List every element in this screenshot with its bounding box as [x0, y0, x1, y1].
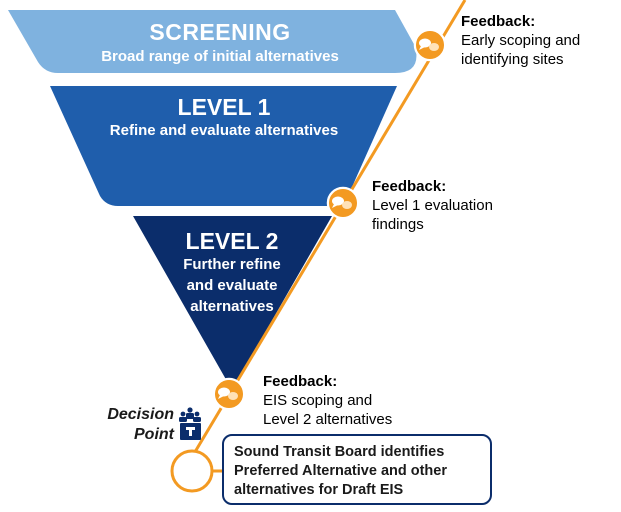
feedback-note-2: Feedback: Level 1 evaluation findings: [372, 177, 493, 234]
screening-subtitle: Broad range of initial alternatives: [101, 48, 339, 65]
feedback-text: findings: [372, 216, 424, 233]
feedback-note-3: Feedback: EIS scoping and Level 2 altern…: [263, 372, 392, 429]
chat-bubbles-icon: [419, 38, 439, 51]
feedback-label: Feedback:: [263, 373, 338, 390]
feedback-label: Feedback:: [372, 178, 447, 195]
level2-subtitle: Further refine and evaluate alternatives: [133, 254, 331, 317]
decision-point-line: Point: [134, 426, 174, 443]
level2-subtitle-line: alternatives: [190, 298, 274, 315]
decision-point-label: Decision Point: [70, 405, 174, 445]
board-box-line: Sound Transit Board identifies: [234, 444, 445, 460]
level2-subtitle-line: and evaluate: [186, 277, 278, 294]
board-decision-box: Sound Transit Board identifies Preferred…: [222, 434, 492, 505]
feedback-text: Level 1 evaluation: [372, 197, 493, 214]
board-box-line: alternatives for Draft EIS: [234, 482, 404, 498]
feedback-text: identifying sites: [461, 51, 564, 68]
feedback-text: Early scoping and: [461, 32, 581, 49]
board-box-line: Preferred Alternative and other: [234, 463, 447, 479]
feedback-label: Feedback:: [461, 13, 536, 30]
feedback-bubble-1: [413, 28, 447, 62]
level1-subtitle: Refine and evaluate alternatives: [109, 122, 339, 139]
meeting-podium-icon: [179, 407, 201, 440]
level1-title: LEVEL 1: [177, 94, 271, 120]
screening-title: SCREENING: [149, 19, 291, 45]
decision-point-line: Decision: [107, 406, 174, 423]
level1-band: [50, 86, 397, 206]
decision-endpoint-circle: [170, 449, 214, 493]
level2-title: LEVEL 2: [185, 228, 279, 254]
feedback-text: Level 2 alternatives: [263, 411, 393, 428]
chat-bubbles-icon: [332, 196, 352, 209]
feedback-note-1: Feedback: Early scoping and identifying …: [461, 12, 580, 69]
feedback-bubble-2: [326, 186, 360, 220]
chat-bubbles-icon: [218, 387, 238, 400]
feedback-bubble-3: [212, 377, 246, 411]
level2-funnel: [133, 216, 332, 387]
feedback-text: EIS scoping and: [263, 392, 373, 409]
level2-subtitle-line: Further refine: [183, 256, 281, 273]
screening-band: [8, 10, 417, 73]
